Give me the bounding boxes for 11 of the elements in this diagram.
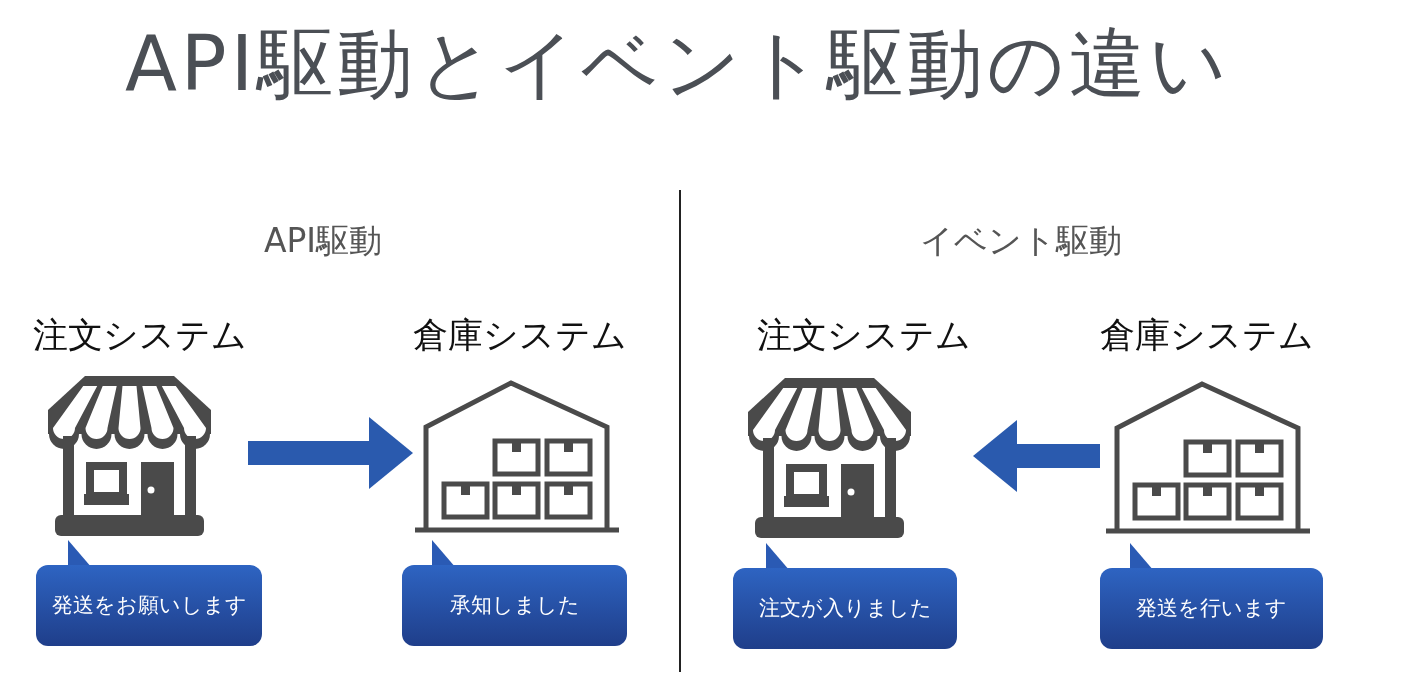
system-name: 倉庫システム xyxy=(413,318,627,353)
bubble-text: 注文が入りました xyxy=(758,597,932,619)
system-name: 倉庫システム xyxy=(1100,318,1314,353)
bubble-text: 発送を行います xyxy=(1136,597,1287,619)
bubble-text: 発送をお願いします xyxy=(51,594,247,616)
system-name: 注文システム xyxy=(33,318,247,353)
bubble-text: 承知しました xyxy=(449,594,580,616)
section-heading: API駆動 xyxy=(263,224,383,257)
section-heading: イベント駆動 xyxy=(920,224,1122,257)
title: API駆動とイベント駆動の違い xyxy=(124,26,1232,102)
system-name: 注文システム xyxy=(757,318,971,353)
